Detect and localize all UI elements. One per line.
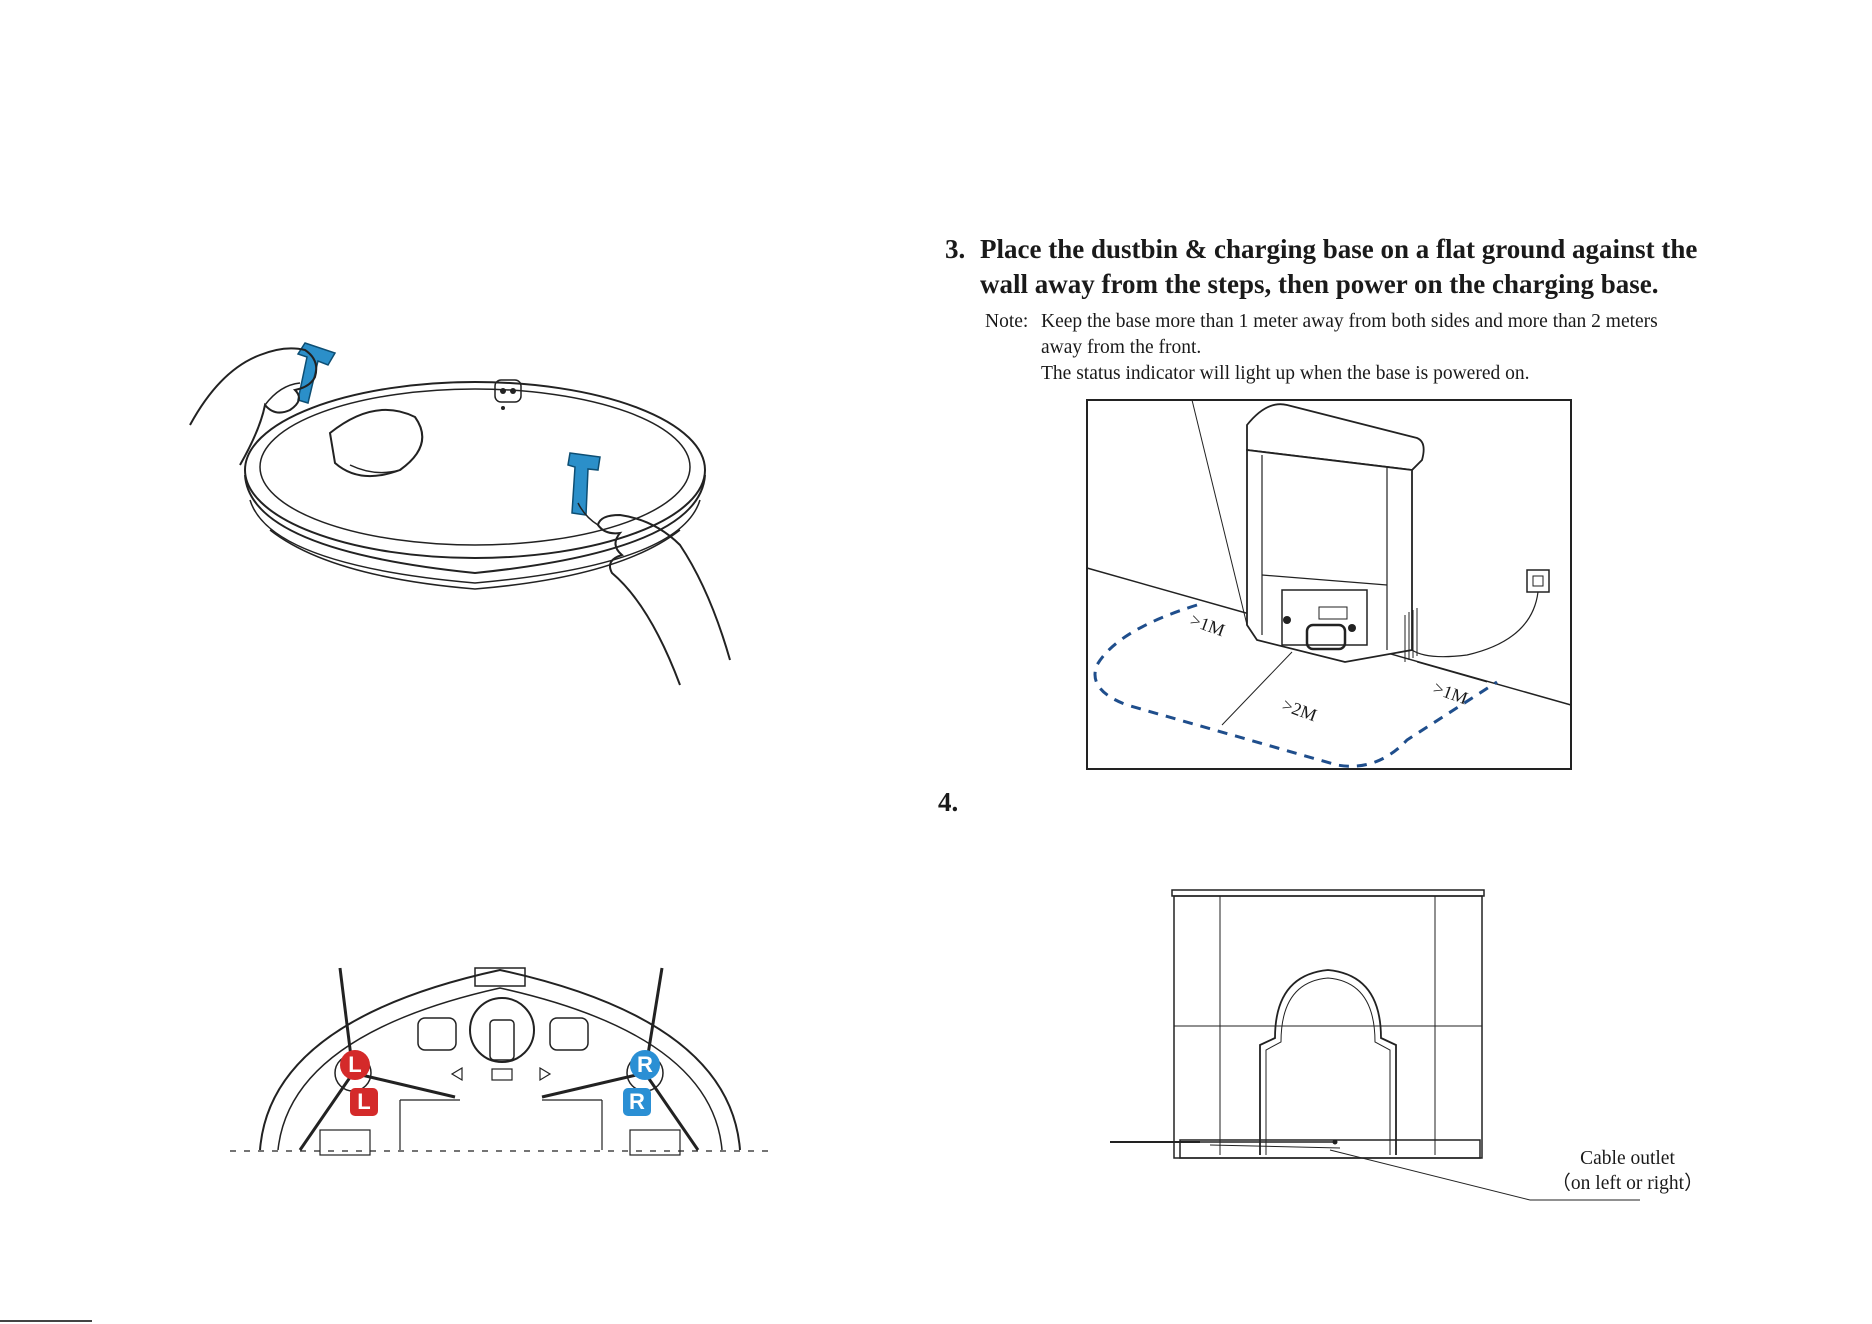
right-brush-badge: R (630, 1050, 660, 1080)
cable-outlet-label: Cable outlet （on left or right） (1535, 1146, 1720, 1196)
left-brush-badge: L (340, 1050, 370, 1080)
step3-title-line2: wall away from the steps, then power on … (980, 269, 1659, 299)
cable-outlet-leader-line (1329, 1149, 1640, 1201)
step4-number: 4. (938, 787, 959, 817)
cable-outlet-label-line2: （on left or right） (1551, 1173, 1704, 1194)
base-placement-frame (1086, 399, 1572, 770)
robot-underside-brush-illustration (230, 967, 770, 1156)
step3-note-label: Note: (985, 311, 1029, 332)
step3-note-line3: The status indicator will light up when … (1041, 363, 1530, 384)
step3-note-line1: Keep the base more than 1 meter away fro… (1041, 311, 1658, 332)
base-cable-outlet-diagram (1110, 889, 1485, 1159)
step3-title-line1: Place the dustbin & charging base on a f… (980, 234, 1698, 264)
step3-number: 3. (945, 234, 966, 264)
step3-note-line2: away from the front. (1041, 337, 1202, 358)
robot-strip-removal-illustration (189, 342, 731, 686)
cable-outlet-label-line1: Cable outlet (1580, 1148, 1675, 1169)
right-brush-badge-2: R (623, 1088, 651, 1116)
base-placement-diagram (1086, 399, 1572, 768)
left-brush-badge-2: L (350, 1088, 378, 1116)
corner-rule (0, 1320, 92, 1322)
